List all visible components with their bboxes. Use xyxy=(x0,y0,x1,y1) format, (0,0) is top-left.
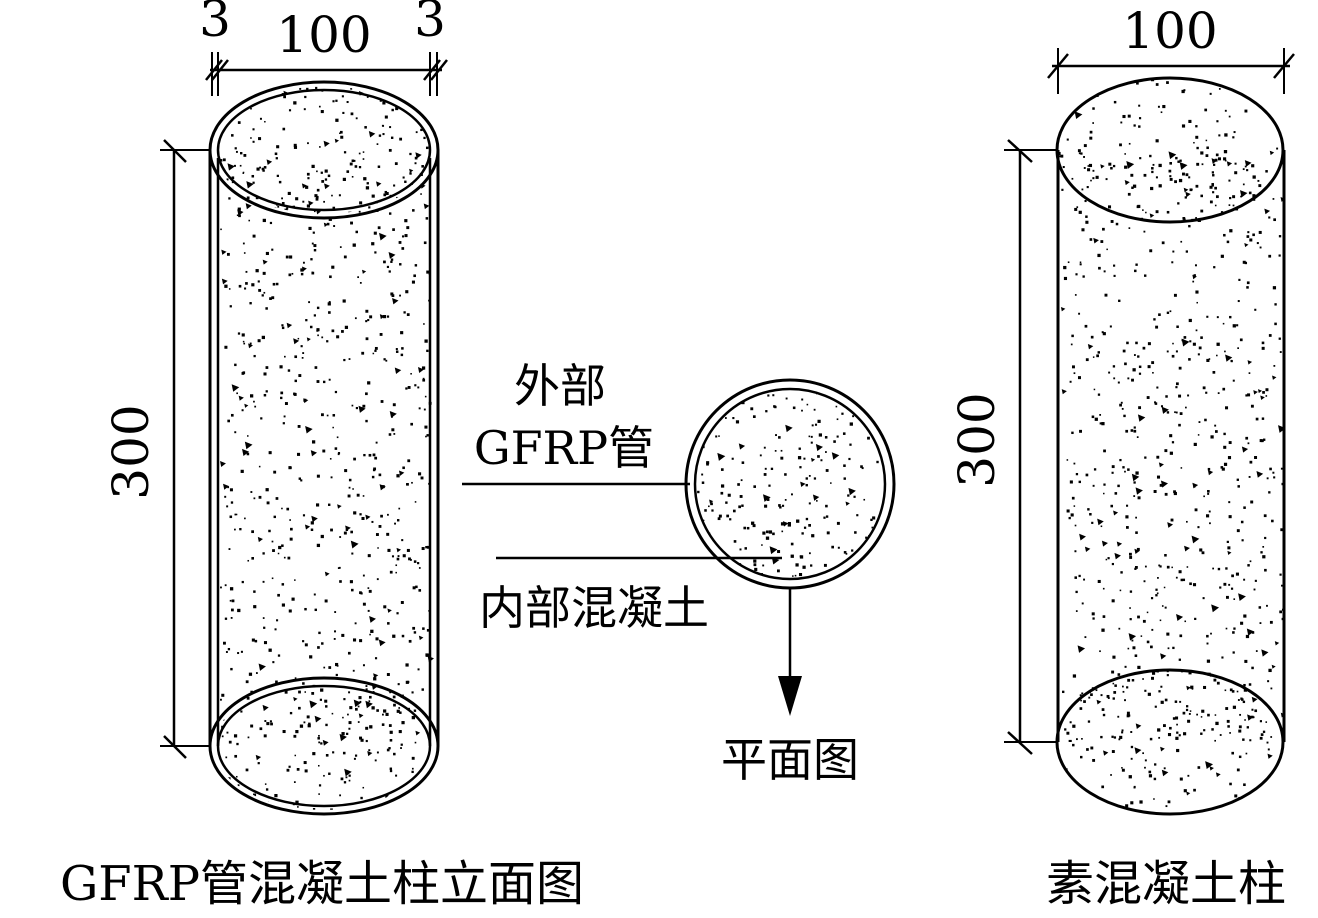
concrete-texture xyxy=(220,150,435,746)
tube-bottom-outer xyxy=(208,676,440,816)
dim-tube-left-label: 3 xyxy=(199,0,231,48)
dim-width-right xyxy=(1047,48,1295,94)
dim-width-label-right: 100 xyxy=(1122,2,1217,60)
caption-plain-column: 素混凝土柱 xyxy=(1046,856,1286,912)
dim-tube-right-label: 3 xyxy=(414,0,446,48)
dim-height-left xyxy=(160,139,210,759)
concrete-texture xyxy=(1060,150,1284,742)
core-top xyxy=(216,88,432,212)
dim-width-left xyxy=(205,52,448,96)
gfrp-column xyxy=(208,80,440,816)
dim-height-label: 300 xyxy=(102,404,160,499)
core-bottom xyxy=(216,684,432,808)
dim-width-label: 100 xyxy=(276,6,371,64)
label-outer-line2: GFRP管 xyxy=(474,421,654,475)
plain-concrete-column xyxy=(1055,76,1286,816)
label-outer-line1: 外部 xyxy=(514,359,606,413)
column-bottom xyxy=(1055,668,1285,816)
column-top xyxy=(1055,76,1285,224)
label-inner-concrete: 内部混凝土 xyxy=(479,581,709,635)
arrow-down-icon xyxy=(778,676,802,716)
tube-top-outer xyxy=(208,80,440,220)
caption-gfrp-column: GFRP管混凝土柱立面图 xyxy=(60,856,584,912)
label-plan-view: 平面图 xyxy=(721,733,859,787)
dim-height-label-right: 300 xyxy=(948,392,1006,487)
dim-height-right xyxy=(1004,139,1058,755)
plan-core xyxy=(693,387,887,581)
